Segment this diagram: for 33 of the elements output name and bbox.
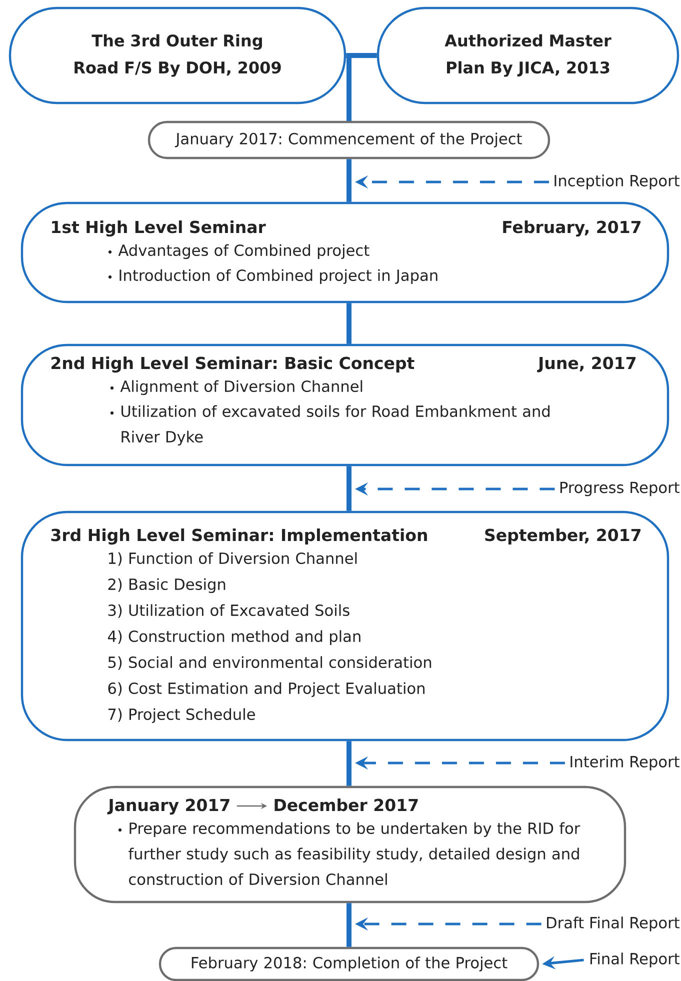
report-label: Progress Report <box>560 482 680 496</box>
list-item: 3) Utilization of Excavated Soils <box>108 604 350 618</box>
heading: 3rd High Level Seminar: Implementation <box>51 528 427 545</box>
heading: 2nd High Level Seminar: Basic Concept <box>52 356 414 373</box>
bullet-item: Introduction of Combined project in Japan <box>108 269 438 284</box>
report-label: Draft Final Report <box>547 916 680 932</box>
bullet-item: Alignment of Diversion Channel <box>110 380 362 395</box>
heading: 1st High Level Seminar <box>52 220 266 237</box>
source-box: The 3rd Outer Ring Road F/S By DOH, 2009 <box>8 6 346 104</box>
connector-line <box>346 303 352 344</box>
heading: January 2017 <box>107 798 230 815</box>
list-item: 5) Social and environmental consideration <box>108 656 432 670</box>
list-item: 7) Project Schedule <box>108 708 255 724</box>
report-label: Inception Report <box>554 174 680 190</box>
report-label: Interim Report <box>570 756 680 770</box>
list-item: 2) Basic Design <box>108 578 226 593</box>
connector-line <box>346 741 352 786</box>
date: February, 2017 <box>503 220 640 237</box>
connector-line <box>346 53 377 121</box>
connector-line <box>346 903 352 947</box>
date: September, 2017 <box>485 528 640 544</box>
date: June, 2017 <box>537 356 636 372</box>
list-item: 4) Construction method and plan <box>108 630 360 646</box>
list-item: 6) Cost Estimation and Project Evaluation <box>108 682 424 698</box>
bullet-item: Utilization of excavated soils for Road Embankment and River Dyke <box>110 405 550 446</box>
source-box: Authorized Master Plan By JICA, 2013 <box>376 6 680 104</box>
report-label: Final Report <box>590 952 680 968</box>
connector-line <box>346 466 352 511</box>
heading: December 2017 <box>274 798 418 812</box>
connector-line <box>346 159 352 202</box>
bullet-item: Advantages of Combined project <box>108 244 370 259</box>
bullet-item: Prepare recommendations to be undertaken by the RID for further study such as feasibility study, detailed design and construction of Diversion Channel <box>118 822 580 886</box>
list-item: 1) Function of Diversion Channel <box>108 552 357 566</box>
